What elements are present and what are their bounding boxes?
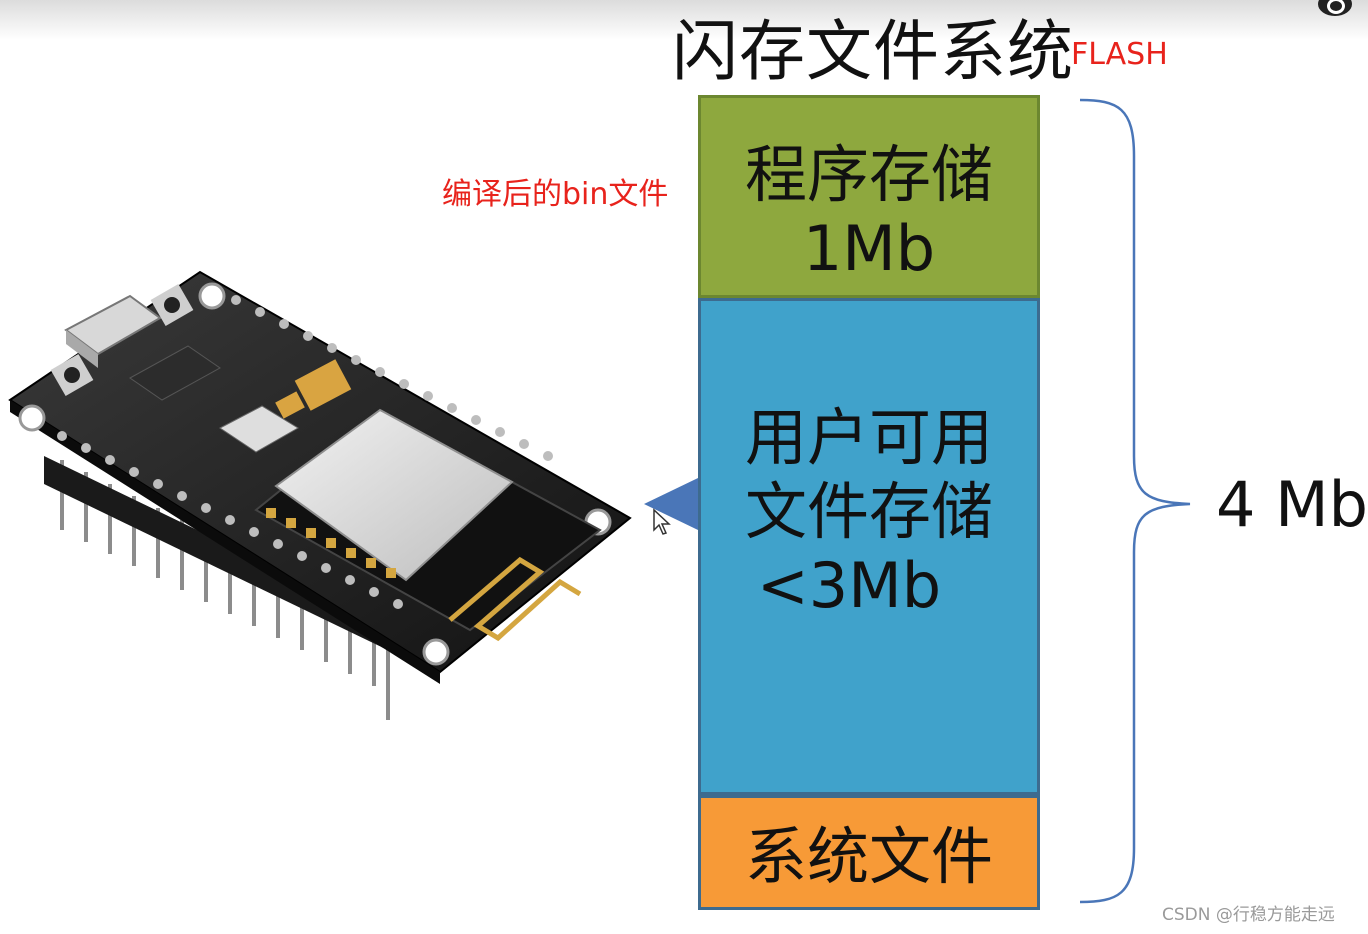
user-storage-line1: 用户可用 (744, 400, 993, 474)
flash-label: FLASH (1071, 37, 1168, 72)
curly-brace-icon (1079, 98, 1191, 904)
user-storage-size: <3Mb (756, 548, 942, 622)
program-storage-size: 1Mb (802, 211, 936, 285)
bin-file-annotation: 编译后的bin文件 (442, 177, 669, 212)
diagram-title: 闪存文件系统 (672, 13, 1074, 90)
user-file-storage-text: 用户可用 文件存储 <3Mb (745, 401, 993, 623)
nodemcu-board-image (8, 270, 632, 720)
record-icon (1318, 0, 1352, 16)
triangle-pointer-icon (644, 478, 698, 530)
user-file-storage-block: 用户可用 文件存储 <3Mb (698, 298, 1040, 795)
system-files-label: 系统文件 (744, 819, 993, 893)
system-files-block: 系统文件 (698, 795, 1040, 910)
top-fade (0, 0, 1368, 40)
mouse-cursor-icon (653, 508, 671, 535)
csdn-watermark: CSDN @行稳方能走远 (1162, 905, 1335, 925)
program-storage-block: 程序存储 1Mb (698, 95, 1040, 298)
total-flash-size: 4 Mb (1216, 468, 1368, 541)
program-storage-label: 程序存储 (744, 137, 993, 211)
user-storage-line2: 文件存储 (744, 474, 993, 548)
